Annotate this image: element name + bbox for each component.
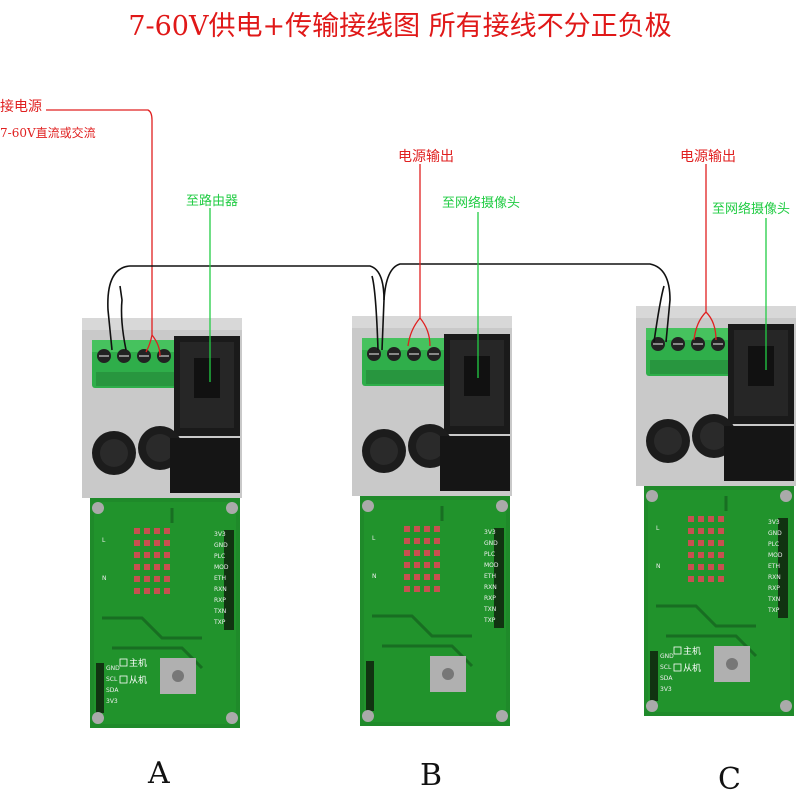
board-a-pcb: 3V3 GND PLC MOD ETH RXN RXP TXN TXP GND … bbox=[80, 316, 244, 730]
svg-text:RXN: RXN bbox=[768, 574, 781, 581]
svg-text:ETH: ETH bbox=[214, 575, 226, 582]
power-input-wire bbox=[46, 109, 153, 353]
board-a-l: L bbox=[102, 537, 106, 544]
board-c-l: L bbox=[656, 525, 660, 532]
page-title: 7-60V供电+传输接线图 所有接线不分正负极 bbox=[128, 11, 672, 42]
svg-text:3V3: 3V3 bbox=[484, 529, 496, 536]
svg-text:GND: GND bbox=[660, 653, 674, 660]
svg-text:PLC: PLC bbox=[214, 553, 225, 560]
svg-text:SDA: SDA bbox=[106, 687, 119, 694]
svg-text:RXN: RXN bbox=[484, 584, 497, 591]
bus-wire-ab bbox=[107, 265, 385, 351]
power-input-spec: 7-60V直流或交流 bbox=[0, 126, 96, 140]
board-c-master: 主机 bbox=[683, 645, 701, 657]
svg-text:TXN: TXN bbox=[767, 596, 780, 603]
power-input-label: 接电源 bbox=[0, 99, 42, 115]
board-b-pcb: 3V3 GND PLC MOD ETH RXN RXP TXN TXP L N bbox=[350, 314, 514, 728]
svg-text:GND: GND bbox=[768, 530, 782, 537]
board-b-l: L bbox=[372, 535, 376, 542]
board-letter-a: A bbox=[148, 756, 170, 791]
board-b-n: N bbox=[372, 573, 377, 580]
svg-text:TXN: TXN bbox=[213, 608, 226, 615]
board-c-slave: 从机 bbox=[683, 662, 701, 674]
svg-text:ETH: ETH bbox=[484, 573, 496, 580]
camera-label-c: 至网络摄像头 bbox=[712, 202, 791, 217]
board-c-n: N bbox=[656, 563, 661, 570]
svg-text:RXN: RXN bbox=[214, 586, 227, 593]
board-c-pins-left: GND SCL SDA 3V3 bbox=[660, 653, 674, 693]
power-output-label-c: 电源输出 bbox=[680, 149, 736, 165]
svg-text:GND: GND bbox=[214, 542, 228, 549]
board-a-slave: 从机 bbox=[129, 674, 147, 686]
board-a-pins-right: 3V3 GND PLC MOD ETH RXN RXP TXN TXP bbox=[213, 531, 229, 626]
svg-text:RXP: RXP bbox=[768, 585, 780, 592]
svg-text:MOD: MOD bbox=[768, 552, 783, 559]
power-output-wire-c bbox=[693, 164, 707, 341]
svg-text:3V3: 3V3 bbox=[660, 686, 672, 693]
board-a-master: 主机 bbox=[129, 657, 147, 669]
board-a-n: N bbox=[102, 575, 107, 582]
svg-text:MOD: MOD bbox=[484, 562, 499, 569]
svg-text:SDA: SDA bbox=[660, 675, 673, 682]
power-output-wire-b bbox=[407, 164, 421, 347]
svg-text:3V3: 3V3 bbox=[106, 698, 118, 705]
svg-text:PLC: PLC bbox=[768, 541, 779, 548]
board-letter-b: B bbox=[420, 758, 443, 793]
camera-label-b: 至网络摄像头 bbox=[442, 196, 521, 211]
svg-text:MOD: MOD bbox=[214, 564, 229, 571]
router-label: 至路由器 bbox=[186, 194, 239, 209]
board-a: 3V3 GND PLC MOD ETH RXN RXP TXN TXP GND … bbox=[80, 316, 248, 734]
svg-text:3V3: 3V3 bbox=[768, 519, 780, 526]
svg-text:GND: GND bbox=[484, 540, 498, 547]
board-b: 3V3 GND PLC MOD ETH RXN RXP TXN TXP L N bbox=[350, 314, 518, 732]
svg-text:SCL: SCL bbox=[660, 664, 672, 671]
svg-text:RXP: RXP bbox=[484, 595, 496, 602]
svg-text:ETH: ETH bbox=[768, 563, 780, 570]
svg-text:TXP: TXP bbox=[483, 617, 496, 624]
svg-text:TXP: TXP bbox=[767, 607, 780, 614]
svg-text:RXP: RXP bbox=[214, 597, 226, 604]
board-c: 3V3 GND PLC MOD ETH RXN RXP TXN TXP GND … bbox=[634, 304, 800, 722]
svg-text:GND: GND bbox=[106, 665, 120, 672]
svg-text:TXP: TXP bbox=[213, 619, 226, 626]
board-c-pcb: 3V3 GND PLC MOD ETH RXN RXP TXN TXP GND … bbox=[634, 304, 798, 718]
power-output-label-b: 电源输出 bbox=[398, 149, 454, 165]
svg-text:3V3: 3V3 bbox=[214, 531, 226, 538]
svg-text:SCL: SCL bbox=[106, 676, 118, 683]
board-b-pins-right: 3V3 GND PLC MOD ETH RXN RXP TXN TXP bbox=[483, 529, 499, 624]
board-c-pins-right: 3V3 GND PLC MOD ETH RXN RXP TXN TXP bbox=[767, 519, 783, 614]
svg-text:TXN: TXN bbox=[483, 606, 496, 613]
board-letter-c: C bbox=[718, 762, 741, 797]
bus-wire-bc bbox=[383, 263, 671, 343]
svg-text:PLC: PLC bbox=[484, 551, 495, 558]
board-a-pins-left: GND SCL SDA 3V3 bbox=[106, 665, 120, 705]
